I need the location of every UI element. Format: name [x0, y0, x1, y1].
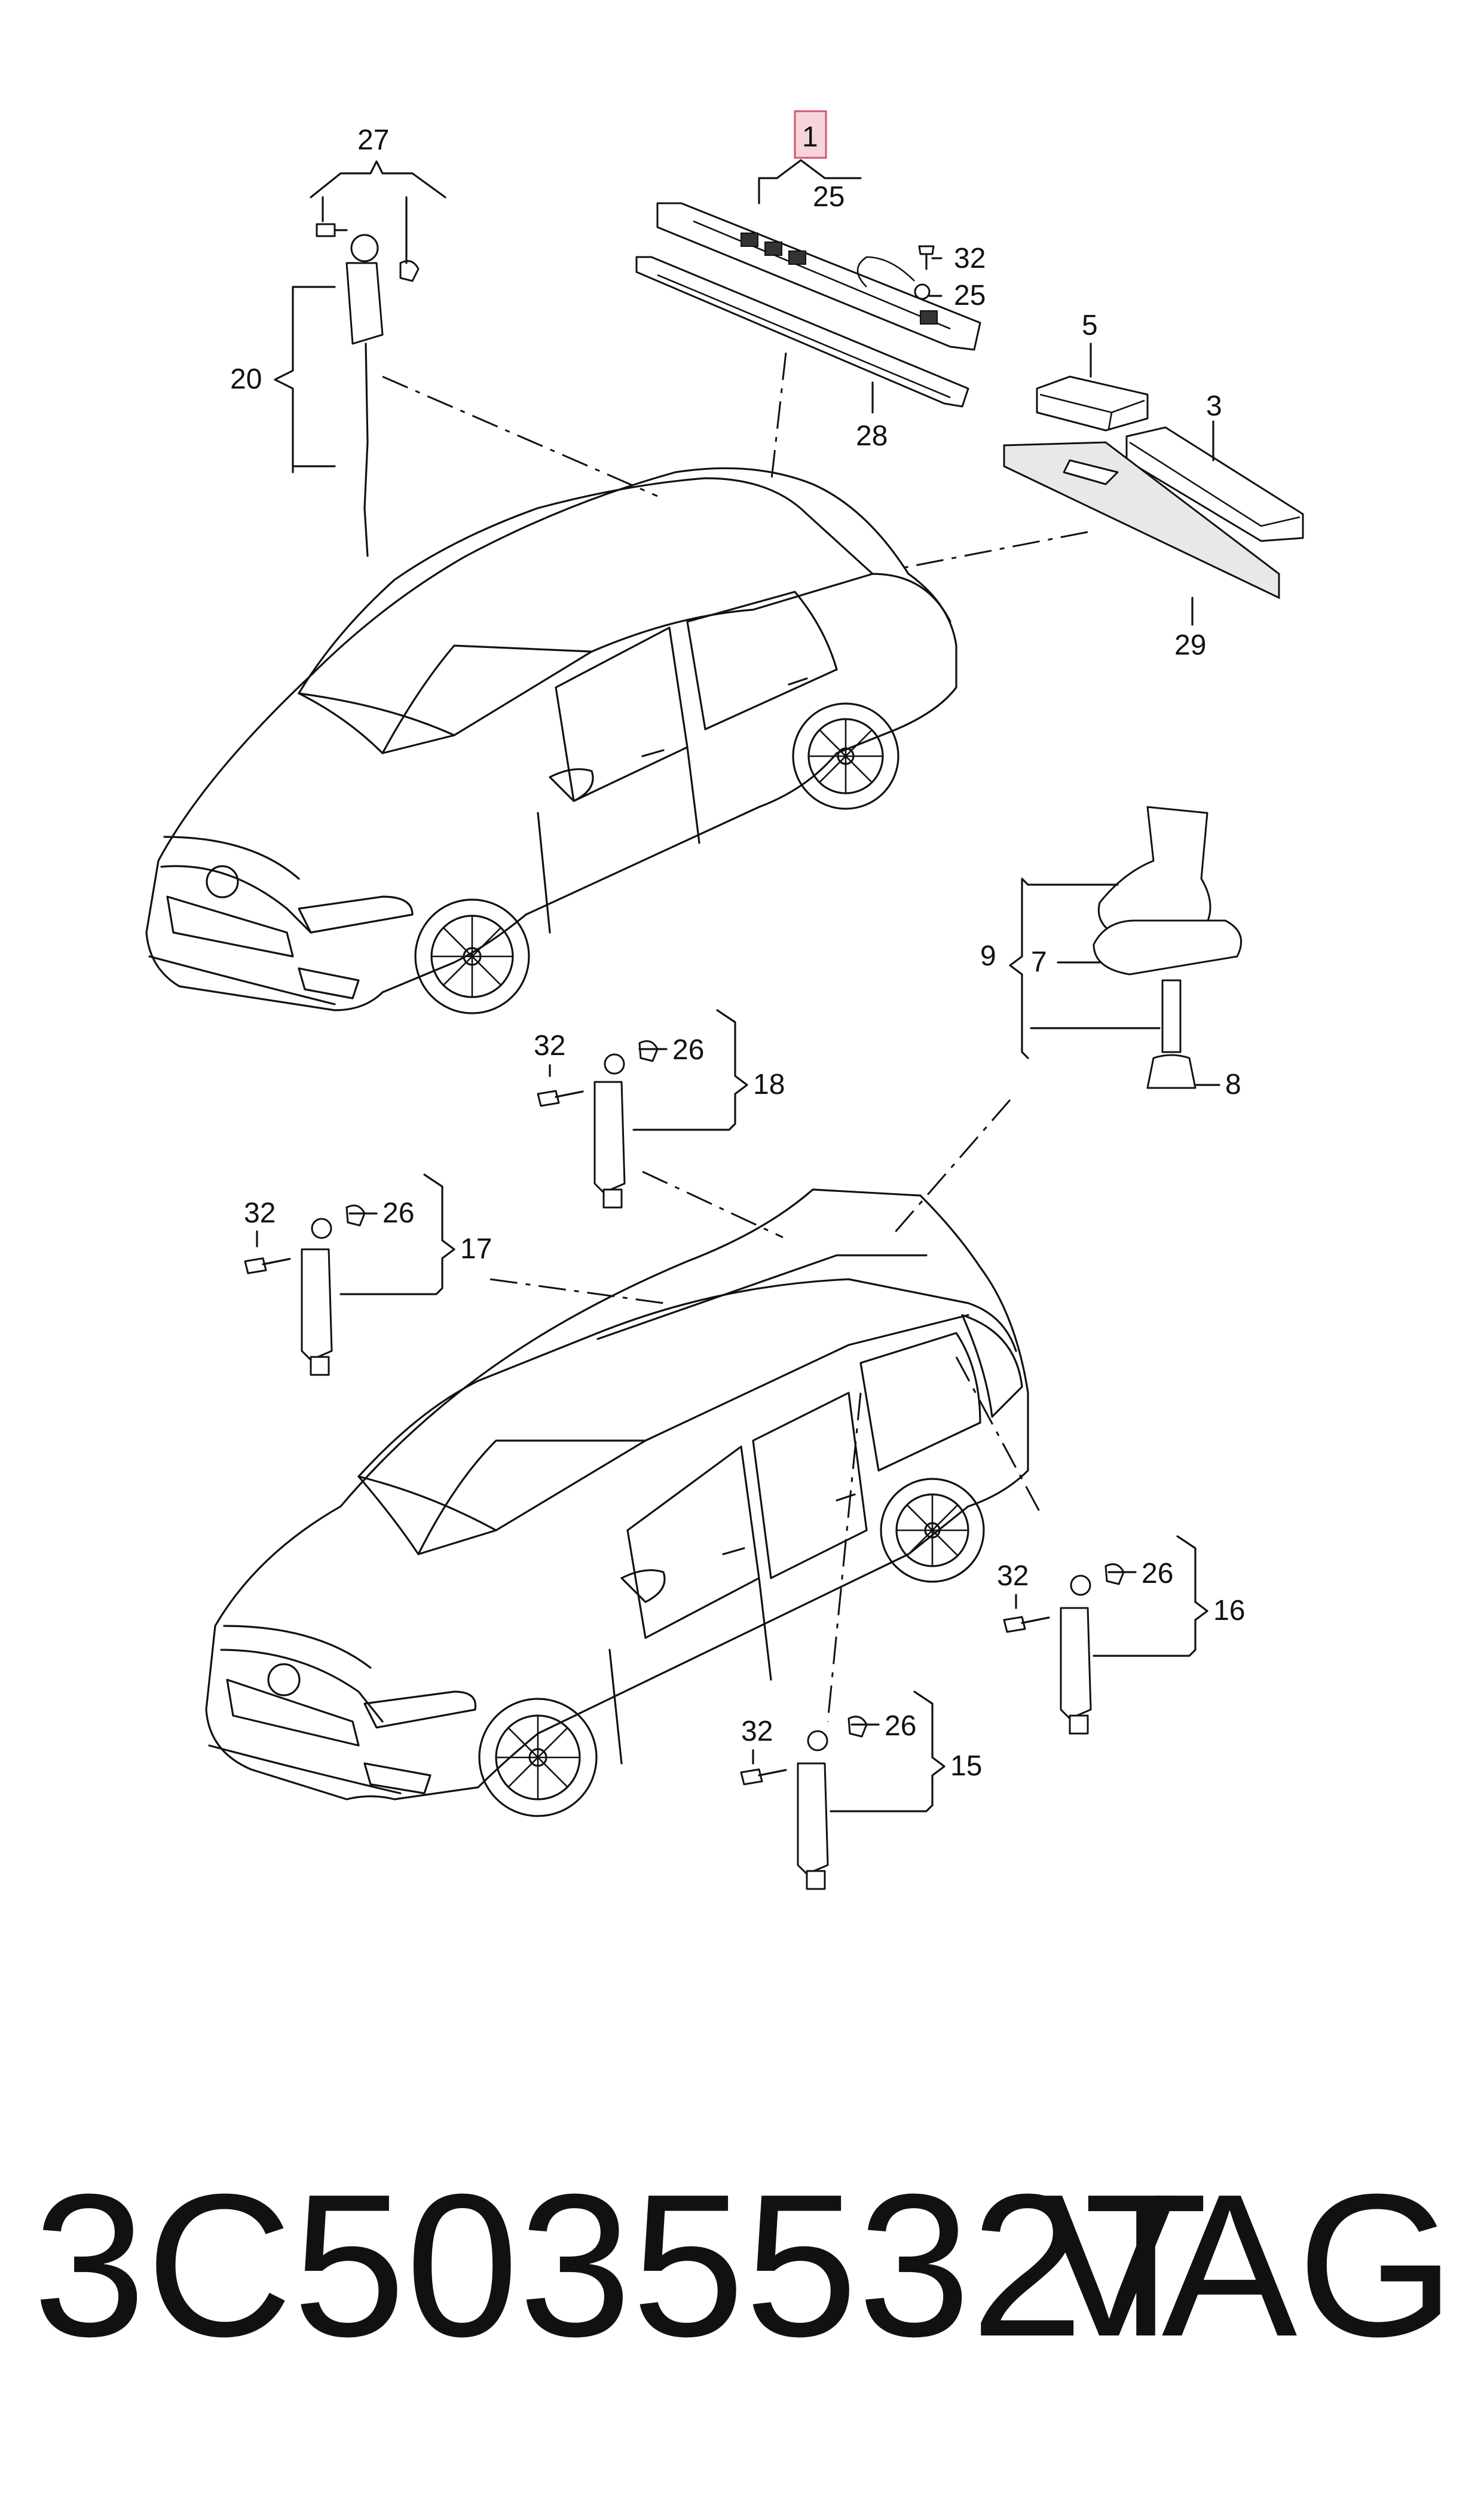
callout-29: 29	[1174, 629, 1206, 661]
antenna-module-18	[537, 1040, 659, 1209]
callout-15: 15	[950, 1750, 982, 1782]
brand-name: VAG	[1041, 2152, 1455, 2379]
tray-part-29	[1003, 441, 1280, 600]
antenna-cable-part-20	[316, 223, 420, 557]
antenna-bracket-strip	[635, 256, 969, 408]
antenna-module-15	[740, 1716, 868, 1890]
callout-32: 32	[534, 1030, 565, 1062]
roof-antenna-strip	[656, 202, 981, 351]
callout-labels: 1 25 27 20 32 25 5 3 28 29 9 7 8 32 26 1…	[230, 121, 1245, 1782]
location-lines	[382, 352, 1088, 1722]
callout-8: 8	[1225, 1069, 1241, 1100]
callout-26: 26	[672, 1034, 704, 1066]
callout-27: 27	[357, 124, 389, 156]
callout-25: 25	[813, 181, 844, 213]
callout-25: 25	[954, 280, 986, 311]
leader-lines	[256, 159, 1220, 1812]
callout-26: 26	[1142, 1558, 1173, 1589]
callout-18: 18	[753, 1069, 785, 1100]
estate-car-illustration	[205, 1188, 1029, 1817]
callout-3: 3	[1206, 390, 1222, 422]
callout-17: 17	[460, 1233, 492, 1265]
callout-26: 26	[383, 1197, 414, 1229]
part-number: 3C5035532T	[33, 2152, 1208, 2379]
amplifier-module	[1036, 375, 1149, 432]
antenna-module-17	[244, 1204, 366, 1376]
callout-20: 20	[230, 363, 262, 395]
sedan-illustration	[145, 467, 957, 1014]
callout-7: 7	[1031, 946, 1047, 978]
screw-and-clip-upper	[914, 245, 935, 300]
callout-5: 5	[1082, 310, 1098, 341]
callout-26: 26	[885, 1710, 916, 1742]
callout-32: 32	[244, 1197, 276, 1229]
callout-32: 32	[997, 1560, 1029, 1592]
callout-32: 32	[954, 243, 986, 274]
callout-1: 1	[802, 121, 818, 153]
callout-16: 16	[1213, 1595, 1245, 1627]
callout-32: 32	[741, 1716, 773, 1747]
footer: 3C5035532T VAG	[33, 2146, 1455, 2385]
antenna-module-16	[1003, 1563, 1125, 1735]
roof-fin-antenna	[1093, 806, 1243, 1089]
callout-9: 9	[980, 940, 996, 972]
highlight-box	[794, 110, 827, 159]
callout-28: 28	[856, 420, 888, 452]
